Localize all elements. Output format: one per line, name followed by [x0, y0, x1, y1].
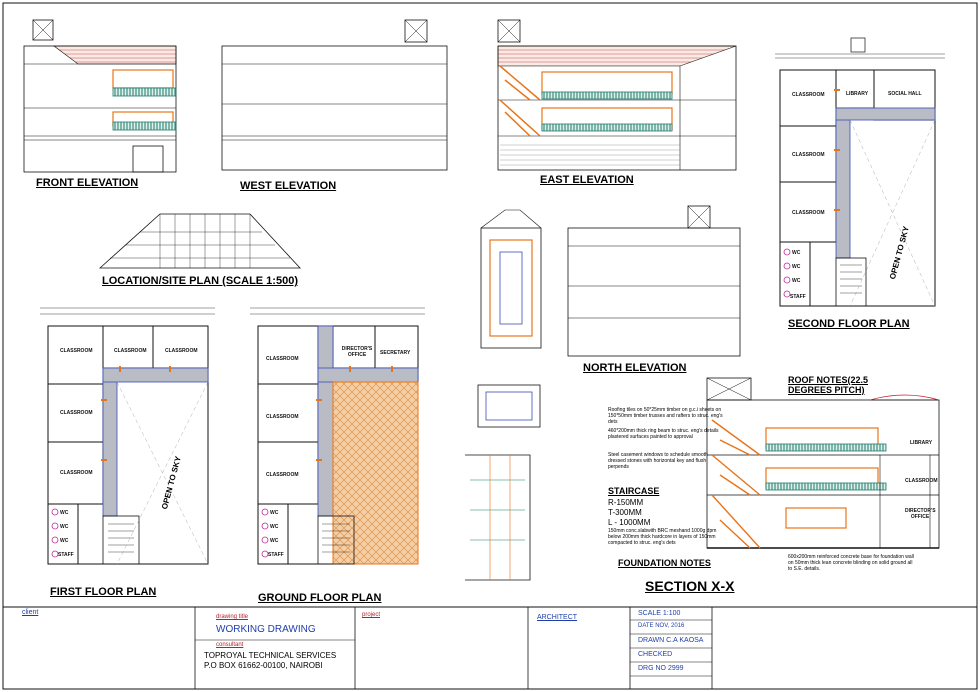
staircase-note: 150mm conc.slabwith BRC meshand 1000g dp…	[608, 528, 717, 546]
east-elevation	[497, 19, 737, 171]
room-label: WC	[270, 538, 279, 544]
room-label: CLASSROOM	[905, 478, 938, 484]
checked-value: CHECKED	[638, 651, 673, 658]
first-floor-plan-drawing	[40, 307, 215, 565]
room-label: LIBRARY	[910, 440, 933, 446]
west-elevation	[221, 19, 448, 171]
drg-no-value: DRG NO 2999	[638, 665, 684, 672]
section-xx-drawing	[706, 377, 940, 549]
roof-note-1: Roofing tiles on 50*25mm timber on g.c.i…	[608, 407, 723, 425]
second-floor-plan-drawing	[775, 37, 945, 307]
room-label: WC	[270, 524, 279, 530]
room-label: CLASSROOM	[60, 410, 93, 416]
consultant-name: TOPROYAL TECHNICAL SERVICES	[204, 651, 337, 660]
room-label: STAFF	[790, 294, 806, 300]
room-label: SOCIAL HALL	[888, 91, 922, 97]
architect-label: ARCHITECT	[537, 614, 578, 621]
east-elevation-title: EAST ELEVATION	[540, 174, 634, 186]
drawing-title: WORKING DRAWING	[216, 624, 316, 635]
room-label: WC	[792, 264, 801, 270]
room-label: LIBRARY	[846, 91, 869, 97]
staircase-length: L - 1000MM	[608, 518, 651, 527]
room-label: STAFF	[58, 552, 74, 558]
north-elevation-title: NORTH ELEVATION	[583, 362, 687, 374]
room-label: DIRECTOR'S OFFICE	[341, 346, 373, 358]
client-label: client	[22, 609, 39, 616]
room-label: WC	[792, 250, 801, 256]
second-floor-plan-title: SECOND FLOOR PLAN	[788, 318, 910, 330]
front-elevation	[23, 19, 177, 173]
roof-note-3: Steel casement windows to schedule smoot…	[608, 452, 708, 470]
location-plan-title: LOCATION/SITE PLAN (SCALE 1:500)	[102, 275, 298, 287]
room-label: CLASSROOM	[60, 470, 93, 476]
ground-floor-plan-title: GROUND FLOOR PLAN	[258, 592, 382, 604]
room-label: WC	[792, 278, 801, 284]
foundation-note: 600x200mm reinforced concrete base for f…	[788, 554, 914, 572]
room-label: CLASSROOM	[114, 348, 147, 354]
foundation-notes-title: FOUNDATION NOTES	[618, 558, 711, 568]
room-label: SECRETARY	[380, 350, 411, 356]
scale-value: SCALE 1:100	[638, 610, 681, 617]
title-block-lines	[194, 607, 713, 689]
room-label: WC	[60, 510, 69, 516]
consultant-address: P.O BOX 61662-00100, NAIROBI	[204, 661, 323, 670]
first-floor-plan-title: FIRST FLOOR PLAN	[50, 586, 157, 598]
consultant-label: consultant	[216, 642, 244, 648]
room-label: CLASSROOM	[266, 414, 299, 420]
ground-floor-plan-drawing	[250, 307, 425, 565]
location-site-plan	[98, 213, 301, 269]
room-label: CLASSROOM	[792, 152, 825, 158]
front-elevation-title: FRONT ELEVATION	[36, 177, 139, 189]
staircase-tread: T-300MM	[608, 508, 642, 517]
north-elevation	[567, 205, 741, 357]
room-label: DIRECTOR'S OFFICE	[905, 508, 936, 520]
section-title: SECTION X-X	[645, 578, 735, 594]
stair-detail	[465, 209, 542, 581]
room-label: CLASSROOM	[60, 348, 93, 354]
roof-note-2: 460*200mm thick ring beam to struc. eng'…	[608, 428, 719, 440]
west-elevation-title: WEST ELEVATION	[240, 180, 337, 192]
staircase-title: STAIRCASE	[608, 486, 660, 496]
room-label: WC	[60, 538, 69, 544]
room-label: CLASSROOM	[792, 210, 825, 216]
drawing-title-label: drawing title	[216, 614, 249, 620]
room-label: CLASSROOM	[266, 356, 299, 362]
project-label: project	[362, 612, 381, 618]
room-label: CLASSROOM	[266, 472, 299, 478]
room-label: WC	[270, 510, 279, 516]
room-label: WC	[60, 524, 69, 530]
room-label: STAFF	[268, 552, 284, 558]
room-label: CLASSROOM	[165, 348, 198, 354]
roof-notes-title: ROOF NOTES(22.5 DEGREES PITCH)	[788, 375, 869, 395]
drawn-by-value: DRAWN C.A KAOSA	[638, 637, 704, 644]
staircase-rise: R-150MM	[608, 498, 644, 507]
room-label: CLASSROOM	[792, 92, 825, 98]
date-value: DATE NOV, 2016	[638, 623, 685, 629]
